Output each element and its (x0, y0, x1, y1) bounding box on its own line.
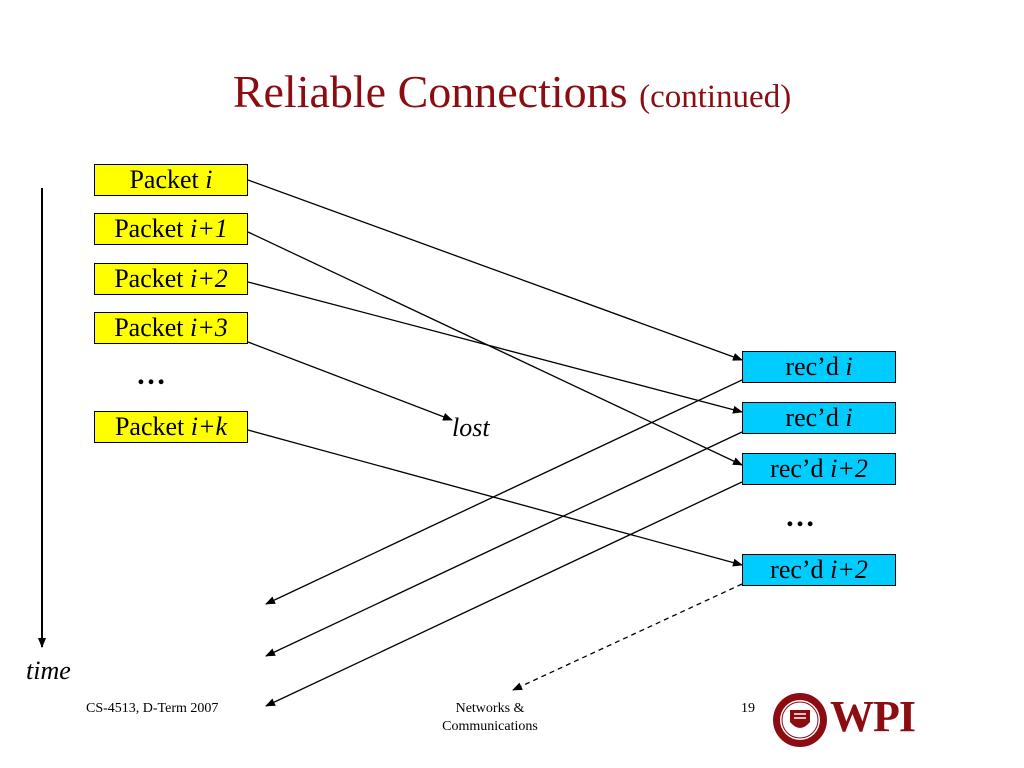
title-suffix: (continued) (639, 79, 792, 115)
ack-arrow-2 (265, 431, 743, 657)
receipt-box: rec’d i+2 (742, 554, 896, 586)
receipt-ellipsis: … (785, 500, 816, 533)
arrow-packet-i2 (247, 281, 743, 414)
lost-label: lost (452, 413, 490, 442)
arrow-packet-i3-lost (247, 341, 453, 421)
page-number: 19 (741, 701, 755, 716)
packet-box: Packet i+1 (94, 213, 248, 245)
slide-title: Reliable Connections (continued) (0, 62, 1024, 127)
packet-box: Packet i+k (94, 411, 248, 443)
ack-arrow-1 (265, 379, 743, 605)
footer-topic-line1: Networks & (455, 701, 525, 716)
footer-topic-line2: Communications (442, 719, 538, 734)
receipt-box: rec’d i+2 (742, 453, 896, 485)
packet-box: Packet i (94, 164, 248, 196)
packet-ellipsis: … (136, 358, 167, 391)
footer-course: CS-4513, D-Term 2007 (86, 701, 219, 716)
packet-box: Packet i+3 (94, 312, 248, 344)
wpi-logo-text: WPI (830, 692, 916, 741)
receipt-box: rec’d i (742, 402, 896, 434)
wpi-seal-icon (773, 693, 827, 747)
packet-box: Packet i+2 (94, 263, 248, 295)
arrow-packet-ik (247, 429, 743, 567)
time-label: time (26, 656, 71, 685)
title-main: Reliable Connections (232, 66, 628, 117)
ack-arrow-3 (265, 481, 743, 707)
receipt-box: rec’d i (742, 351, 896, 383)
arrow-packet-i (247, 179, 743, 361)
ack-arrow-dashed (512, 583, 743, 691)
arrow-packet-i1 (247, 231, 743, 466)
footer-topic: Networks & Communications (400, 700, 580, 736)
